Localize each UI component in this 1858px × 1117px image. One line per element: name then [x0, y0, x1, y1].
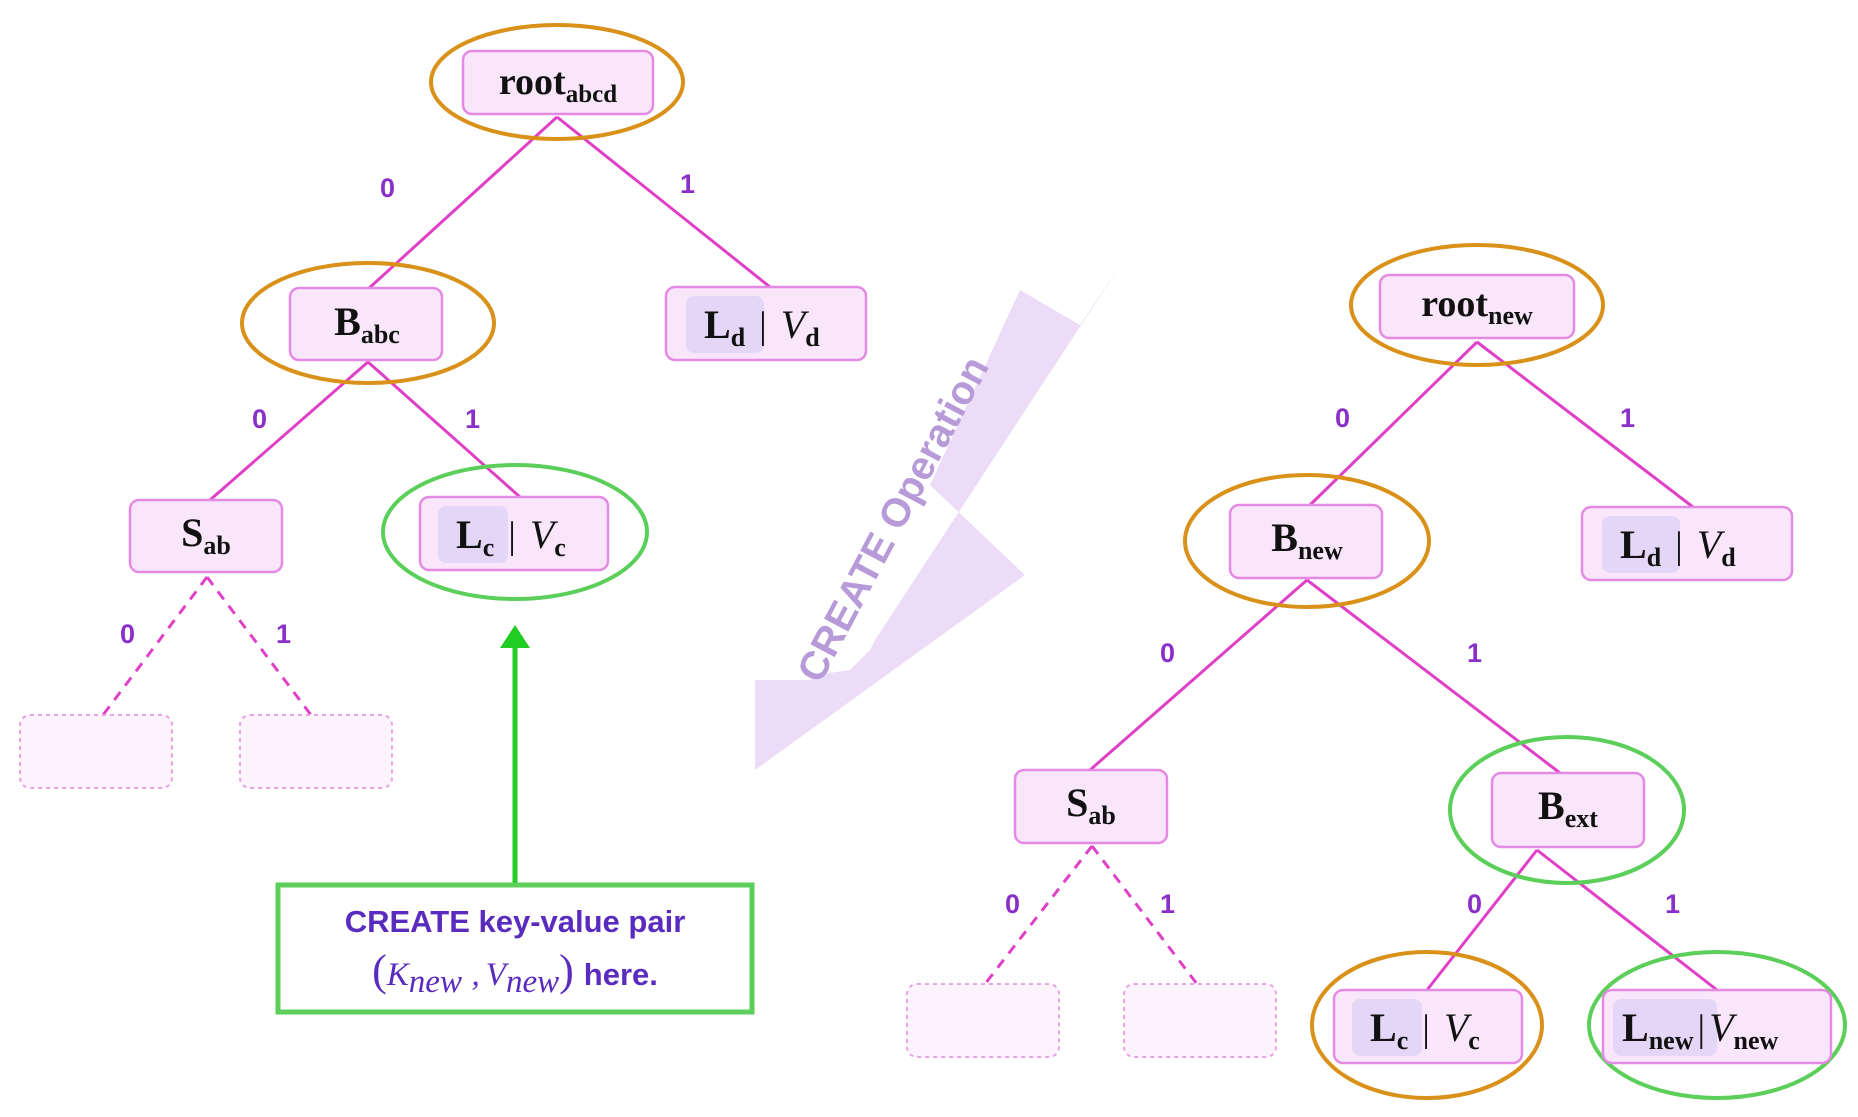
edge-babc-leafc [367, 360, 521, 499]
edge-label-root-0: 0 [380, 173, 395, 203]
callout-box [275, 882, 755, 1015]
key-highlight-leaf-c-left [438, 506, 508, 563]
box-root-abcd [461, 49, 655, 116]
label-root-new: rootnew [1421, 283, 1533, 330]
node-leaf-new: Lnew|Vnew [1587, 950, 1847, 1100]
callout-line-1: CREATE key-value pair [345, 904, 686, 939]
right-tree-edges [983, 340, 1718, 992]
edge-babc-sab [209, 360, 369, 502]
edge-root-leafd [556, 115, 771, 289]
edge-sab-right-r [1090, 845, 1199, 985]
edge-label-bext-1: 1 [1665, 889, 1680, 919]
edge-label-bnew-0: 0 [1160, 638, 1175, 668]
node-root-abcd: rootabcd [429, 23, 685, 141]
edge-label-sab-0-r: 0 [1005, 889, 1020, 919]
key-highlight-leaf-new [1613, 999, 1717, 1056]
box-b-ext [1490, 771, 1646, 849]
label-leaf-new: Lnew|Vnew [1622, 1005, 1779, 1055]
label-leaf-d-right: Ld|Vd [1620, 522, 1736, 572]
edge-label-babc-0: 0 [252, 404, 267, 434]
empty-slot-right-0 [906, 983, 1060, 1058]
empty-slot-left-0 [19, 714, 173, 789]
box-b-abc [288, 286, 444, 362]
edge-bnew-bext [1306, 578, 1561, 775]
edge-label-rootnew-0: 0 [1335, 403, 1350, 433]
box-b-new [1228, 503, 1384, 580]
label-b-abc: Babc [334, 299, 400, 349]
edge-label-bnew-1: 1 [1467, 638, 1482, 668]
label-leaf-c-left: Lc|Vc [456, 512, 566, 562]
label-leaf-d-left: Ld|Vd [704, 302, 820, 352]
ring-leaf-new [1587, 950, 1847, 1100]
box-s-ab-left [128, 498, 284, 574]
ring-leaf-c-left [381, 463, 649, 601]
label-root-abcd: rootabcd [499, 61, 617, 108]
node-leaf-c-left: Lc|Vc [381, 463, 649, 601]
edge-label-root-1: 1 [680, 169, 695, 199]
node-leaf-d-left: Ld|Vd [664, 285, 868, 362]
node-s-ab-right: Sab [1013, 768, 1169, 845]
ring-leaf-c-right [1310, 950, 1544, 1100]
label-b-ext: Bext [1538, 783, 1598, 833]
label-leaf-c-right: Lc|Vc [1370, 1005, 1480, 1055]
node-leaf-c-right: Lc|Vc [1310, 950, 1544, 1100]
edge-bext-leafc [1425, 849, 1539, 991]
edge-sab-right [205, 576, 313, 716]
node-b-new: Bnew [1183, 473, 1431, 609]
edge-label-rootnew-1: 1 [1620, 403, 1635, 433]
node-b-abc: Babc [240, 261, 496, 385]
edge-label-sab-1-r: 1 [1160, 889, 1175, 919]
ring-root-new [1349, 243, 1605, 367]
label-s-ab-right: Sab [1066, 780, 1116, 830]
edge-label-bext-0: 0 [1467, 889, 1482, 919]
edge-label-babc-1: 1 [465, 404, 480, 434]
label-b-new: Bnew [1271, 515, 1343, 565]
ring-root-abcd [429, 23, 685, 141]
node-root-new: rootnew [1349, 243, 1605, 367]
node-leaf-d-right: Ld|Vd [1580, 505, 1794, 582]
node-s-ab-left: Sab [128, 498, 284, 574]
key-highlight-leaf-d-right [1602, 516, 1680, 573]
edge-bext-leafnew [1536, 848, 1718, 992]
box-root-new [1378, 273, 1576, 340]
edge-label-sab-0: 0 [120, 619, 135, 649]
ring-b-ext [1448, 735, 1686, 885]
edge-sab-left [101, 576, 209, 716]
create-callout: CREATE key-value pair (Knew,Vnew)here. [275, 882, 755, 1015]
empty-slot-right-1 [1123, 983, 1277, 1058]
label-s-ab-left: Sab [181, 510, 231, 560]
callout-line-2: (Knew,Vnew)here. [372, 946, 658, 1000]
edge-bnew-sab [1089, 578, 1308, 772]
node-b-ext: Bext [1448, 735, 1686, 885]
edge-rootnew-leafd [1476, 340, 1694, 509]
left-tree-edges [101, 115, 771, 716]
ring-b-new [1183, 473, 1431, 609]
box-s-ab-right [1013, 768, 1169, 845]
key-highlight-leaf-d-left [686, 296, 764, 353]
edge-root-babc [365, 115, 559, 292]
operation-arrow-shape [755, 258, 1125, 770]
edge-label-sab-1: 1 [276, 619, 291, 649]
insert-arrow-head [500, 625, 530, 648]
insert-arrow [500, 625, 530, 885]
ring-b-abc [240, 261, 496, 385]
edge-sab-left-r [983, 845, 1094, 985]
empty-slot-left-1 [239, 714, 393, 789]
key-highlight-leaf-c-right [1352, 999, 1422, 1056]
